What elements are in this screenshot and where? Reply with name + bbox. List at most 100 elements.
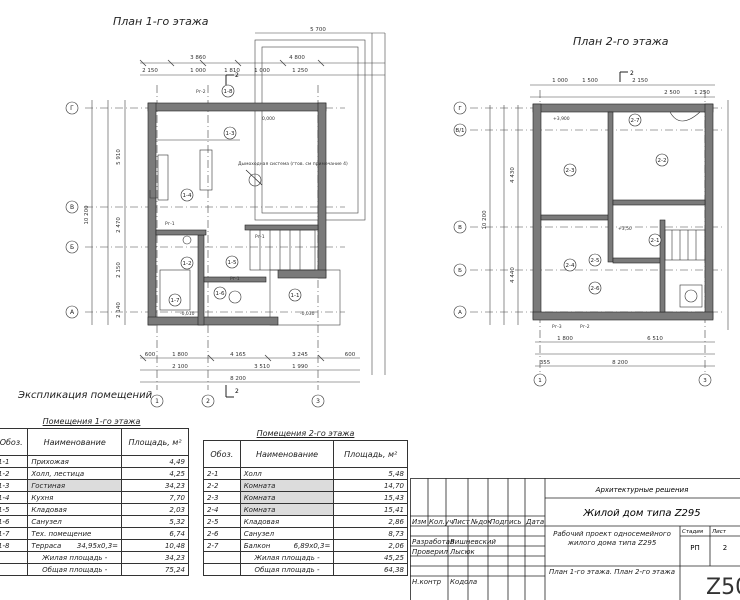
floor2-table: Помещения 2-го этажа Обоз. Наименование …: [203, 427, 408, 576]
plan2-title: План 2-го этажа: [573, 35, 669, 48]
section-mark-bottom: 2: [235, 388, 239, 395]
svg-text:1 250: 1 250: [694, 90, 710, 96]
svg-text:-0,010: -0,010: [180, 311, 195, 317]
floor2-header-id: Обоз.: [203, 440, 241, 468]
svg-text:8 200: 8 200: [230, 376, 246, 382]
z500-logo: Z50: [706, 575, 740, 600]
section-mark-plan2: 2: [630, 70, 634, 77]
svg-text:600: 600: [145, 352, 156, 358]
axis2-a-label: А: [458, 310, 462, 316]
svg-text:2 150: 2 150: [116, 262, 122, 278]
svg-text:1 810: 1 810: [224, 68, 240, 74]
total-row: Общая площадь -75,24: [0, 563, 189, 576]
plan2-drawing: 2-3 2-2 2-1 2-4 2-5 2-6 2-7 1 000 1 500 …: [453, 70, 729, 387]
svg-text:5 700: 5 700: [310, 27, 326, 33]
svg-text:Рг-1: Рг-1: [230, 276, 240, 282]
svg-text:355: 355: [540, 360, 551, 366]
axis2-v-label: В: [458, 225, 462, 231]
axis-a-label: А: [70, 309, 75, 316]
stamp-col-date: Дата: [525, 518, 544, 526]
svg-text:Рг-1: Рг-1: [165, 221, 175, 227]
stamp-role-3: Н.контр: [412, 578, 442, 586]
room-2-7-label: 2-7: [631, 118, 640, 124]
svg-text:1 800: 1 800: [172, 352, 188, 358]
svg-text:1 250: 1 250: [292, 68, 308, 74]
svg-text:600: 600: [345, 352, 356, 358]
room-1-1-label: 1-1: [291, 293, 300, 299]
svg-text:10 200: 10 200: [84, 205, 90, 225]
axis-b-label: Б: [70, 244, 74, 251]
room-2-1-label: 2-1: [651, 238, 660, 244]
svg-text:3 245: 3 245: [292, 352, 308, 358]
stamp-col-izm: Изм: [412, 518, 427, 526]
chimney-note: Дымоходная система (гтов. см примечание …: [238, 161, 348, 167]
stamp-sheet-label: Лист: [711, 529, 727, 535]
room-1-6-label: 1-6: [216, 291, 225, 297]
stamp-stage: РП: [690, 544, 700, 552]
room-2-3-label: 2-3: [566, 168, 575, 174]
svg-text:Рг-2: Рг-2: [196, 89, 206, 95]
svg-text:2 140: 2 140: [116, 302, 122, 318]
stamp-name-3: Кодола: [450, 578, 477, 586]
svg-text:2 500: 2 500: [664, 90, 680, 96]
svg-text:4 430: 4 430: [510, 167, 516, 183]
svg-text:0,000: 0,000: [262, 116, 275, 122]
svg-text:5 910: 5 910: [116, 149, 122, 165]
stamp-col-list: Лист: [451, 518, 471, 526]
total-row: Жилая площадь -45,25: [203, 551, 408, 564]
svg-text:3 860: 3 860: [190, 55, 206, 61]
svg-text:2 470: 2 470: [116, 217, 122, 233]
room-2-6-label: 2-6: [591, 286, 600, 292]
svg-text:Рг-1: Рг-1: [255, 234, 265, 240]
title-block: Изм Кол.уч Лист №док Подпись Дата Разраб…: [410, 478, 740, 600]
stamp-section: Архитектурные решения: [595, 486, 689, 494]
svg-text:10 200: 10 200: [482, 210, 488, 230]
room-1-3-label: 1-3: [226, 131, 235, 137]
stamp-stage-label: Стадия: [682, 529, 704, 535]
total-row: Жилая площадь -34,23: [0, 551, 189, 564]
floor1-table: Помещения 1-го этажа Обоз. Наименование …: [0, 415, 189, 576]
svg-text:1 000: 1 000: [190, 68, 206, 74]
room-2-2-label: 2-2: [658, 158, 667, 164]
axis-3-label: 3: [316, 398, 320, 405]
room-2-5-label: 2-5: [591, 258, 600, 264]
svg-text:3 510: 3 510: [254, 364, 270, 370]
stamp-role-1: Разработал: [412, 538, 455, 546]
axis2-1-label: 1: [538, 378, 542, 384]
stamp-name-2: Лысюк: [449, 548, 476, 556]
stamp-col-sign: Подпись: [490, 518, 522, 526]
stamp-sheet: 2: [723, 544, 727, 552]
axis-2-label: 2: [206, 398, 210, 405]
axis2-g-label: Г: [458, 106, 462, 112]
svg-text:2 150: 2 150: [632, 78, 648, 84]
svg-text:4 165: 4 165: [230, 352, 246, 358]
room-2-4-label: 2-4: [566, 263, 575, 269]
plan1-drawing: 1-3 1-4 1-2 1-5 1-6 1-1 1-7 1-8 5 700 3 …: [65, 27, 386, 408]
room-1-8-label: 1-8: [224, 89, 233, 95]
svg-text:1 500: 1 500: [582, 78, 598, 84]
svg-text:8 200: 8 200: [612, 360, 628, 366]
svg-text:-0,030: -0,030: [300, 311, 315, 317]
svg-text:Рг-3: Рг-3: [552, 324, 562, 330]
floor1-header-name: Наименование: [27, 428, 123, 456]
floor2-header-name: Наименование: [239, 440, 335, 468]
room-1-5-label: 1-5: [228, 260, 237, 266]
axis-v-label: В: [70, 204, 74, 211]
svg-text:1 000: 1 000: [254, 68, 270, 74]
svg-text:+3,50: +3,50: [618, 226, 632, 232]
svg-text:1 990: 1 990: [292, 364, 308, 370]
svg-text:Рг-2: Рг-2: [580, 324, 590, 330]
axis2-b-label: Б: [458, 268, 462, 274]
stamp-description: Рабочий проект односемейного жилого дома…: [553, 530, 671, 547]
axis-1-label: 1: [155, 398, 159, 405]
stamp-role-2: Проверил: [412, 548, 448, 556]
